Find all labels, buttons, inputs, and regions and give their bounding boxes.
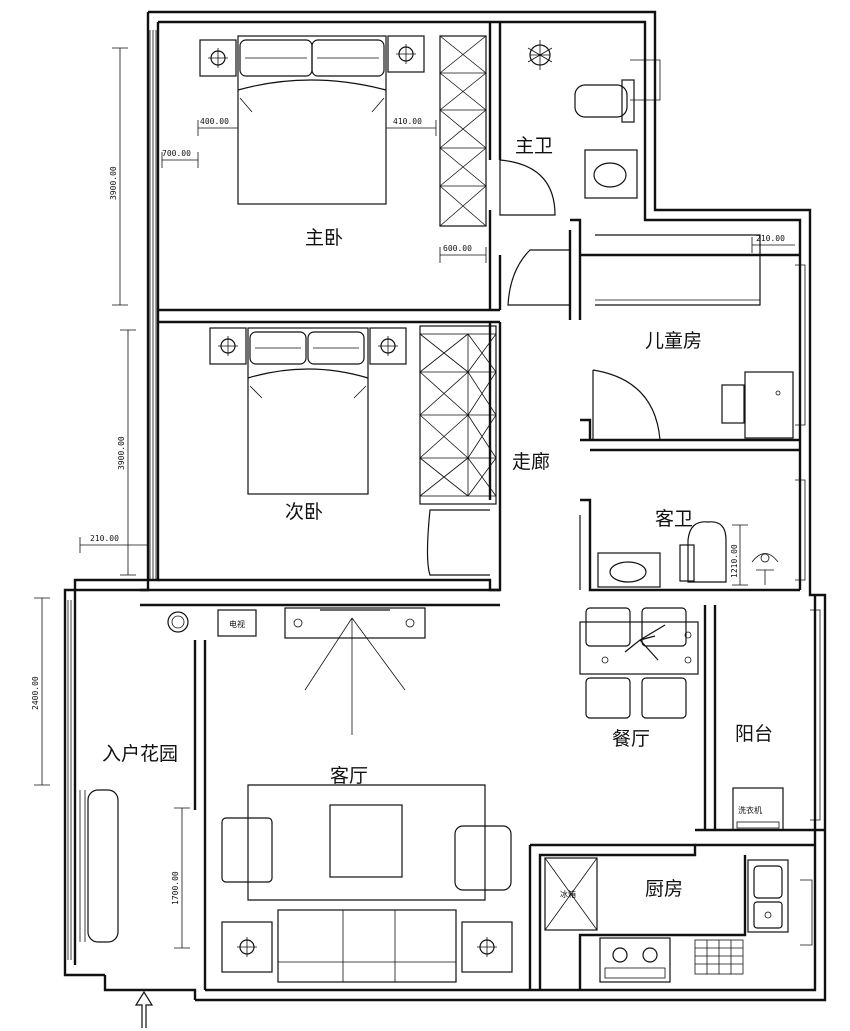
label-kids-room: 儿童房 — [645, 330, 702, 352]
label-washing-machine: 洗衣机 — [738, 805, 762, 815]
interior-walls — [140, 22, 825, 990]
dim-second-left-gap: 210.00 — [90, 534, 119, 543]
label-fridge: 冰箱 — [560, 889, 576, 899]
label-balcony: 阳台 — [735, 723, 773, 745]
entry-garden-fixtures — [79, 789, 119, 943]
dim-master-bed-right: 410.00 — [393, 117, 422, 126]
dim-master-bed-left: 400.00 — [200, 117, 229, 126]
dim-second-height: 3900.00 — [117, 436, 126, 470]
living-room-furniture — [167, 607, 513, 983]
label-second-bedroom: 次卧 — [285, 501, 323, 523]
label-living-room: 客厅 — [330, 765, 368, 787]
label-entry-garden: 入户花园 — [102, 743, 178, 765]
master-bath-fixtures — [527, 40, 638, 199]
label-tv-cabinet: 电视 — [229, 619, 245, 629]
appliance-labels: 电视 洗衣机 冰箱 — [229, 619, 762, 899]
room-labels: 主卧 主卫 儿童房 次卧 走廊 客卫 入户花园 餐厅 阳台 客厅 厨房 — [102, 135, 773, 900]
kitchen-fixtures — [544, 857, 789, 983]
dim-garden-lower: 1700.00 — [171, 871, 180, 905]
dimension-labels: 3900.00 3900.00 2400.00 1700.00 700.00 4… — [31, 117, 785, 905]
label-master-bath: 主卫 — [515, 135, 553, 157]
label-dining: 餐厅 — [612, 728, 650, 750]
dim-master-height: 3900.00 — [109, 166, 118, 200]
label-master-bedroom: 主卧 — [305, 227, 343, 249]
dimension-lines — [34, 47, 795, 949]
dim-guest-bath: 1210.00 — [730, 544, 739, 578]
master-bedroom-furniture — [199, 35, 487, 227]
label-kitchen: 厨房 — [645, 878, 683, 900]
second-bedroom-furniture — [209, 325, 497, 505]
dim-kids-bed-right: 210.00 — [756, 234, 785, 243]
label-guest-bath: 客卫 — [655, 508, 693, 530]
kids-room-furniture — [595, 234, 794, 439]
label-corridor: 走廊 — [512, 451, 550, 473]
exterior-walls — [63, 10, 827, 1002]
dim-master-left-gap: 700.00 — [162, 149, 191, 158]
dim-garden-upper: 2400.00 — [31, 676, 40, 710]
dim-wardrobe-width: 600.00 — [443, 244, 472, 253]
guest-bath-fixtures — [597, 521, 779, 588]
balcony-fixtures — [732, 787, 784, 831]
entry-arrow-icon — [134, 990, 154, 1028]
dining-furniture — [579, 607, 699, 719]
doors — [426, 159, 661, 590]
windows — [67, 30, 821, 960]
